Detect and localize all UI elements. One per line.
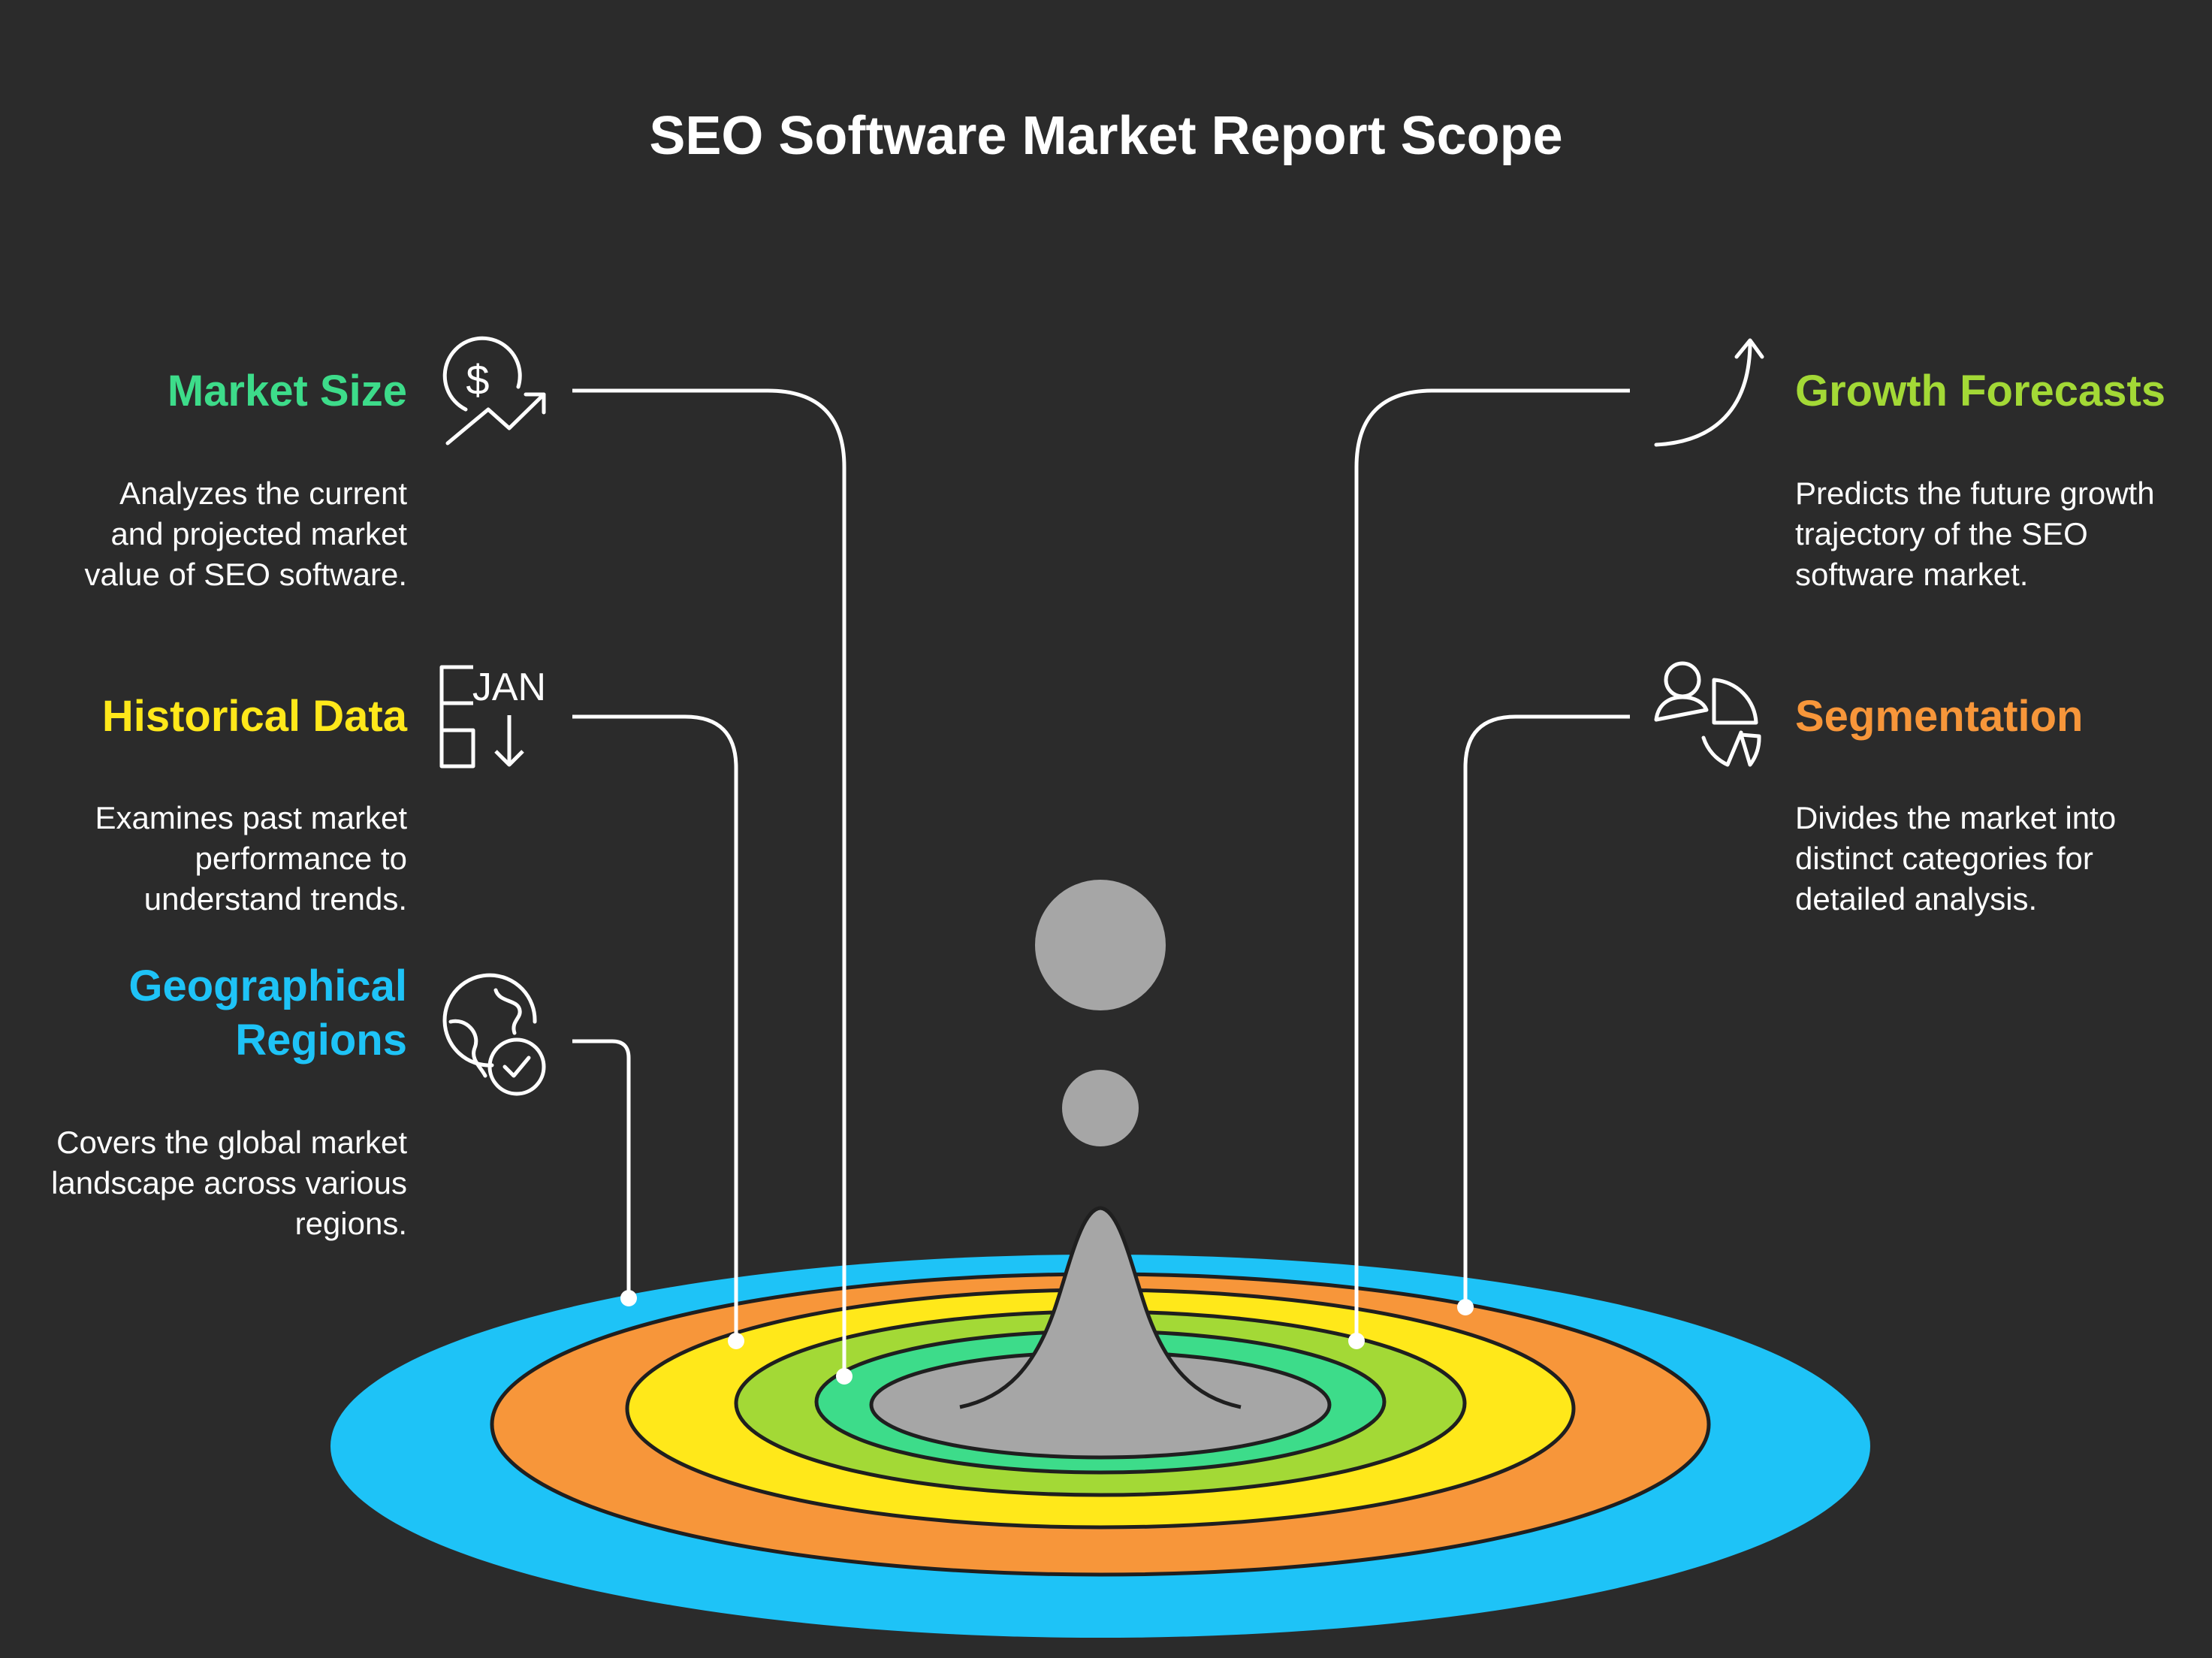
description-growth-forecasts: Predicts the future growth trajectory of…	[1795, 476, 2155, 592]
heading-market-size: Market Size	[167, 367, 407, 415]
connector-historical-data	[572, 714, 738, 1341]
description-market-size: Analyzes the current and projected marke…	[84, 476, 407, 592]
description-geographical-regions: Covers the global market landscape acros…	[51, 1125, 407, 1241]
dollar-growth-icon: $	[442, 336, 546, 445]
droplet-small	[1062, 1070, 1139, 1146]
description-historical-data: Examines past market performance to unde…	[95, 800, 408, 917]
heading-geographical-regions-line2: Regions	[235, 1016, 407, 1065]
connector-dot-market-size	[836, 1368, 853, 1385]
svg-text:$: $	[466, 356, 489, 403]
connector-geographical-regions	[572, 1039, 631, 1298]
heading-historical-data: Historical Data	[101, 692, 407, 741]
connector-dot-geographical-regions	[620, 1290, 637, 1306]
droplet-splash	[959, 1206, 1242, 1409]
heading-geographical-regions: Geographical Regions	[17, 959, 407, 1068]
heading-geographical-regions-line1: Geographical	[128, 962, 407, 1010]
globe-check-icon	[442, 973, 546, 1096]
connector-dot-growth-forecasts	[1348, 1333, 1365, 1349]
connector-dot-historical-data	[728, 1333, 744, 1349]
connector-dot-segmentation	[1457, 1299, 1474, 1315]
droplet	[959, 880, 1242, 1409]
heading-growth-forecasts: Growth Forecasts	[1795, 367, 2166, 415]
description-segmentation: Divides the market into distinct categor…	[1795, 800, 2117, 917]
connector-market-size	[572, 388, 846, 1376]
user-pie-icon	[1654, 661, 1761, 767]
connector-segmentation	[1463, 714, 1630, 1307]
calendar-jan-icon: JAN	[439, 665, 546, 769]
connectors	[572, 388, 1630, 1385]
droplet-large	[1035, 880, 1166, 1010]
page-title: SEO Software Market Report Scope	[649, 106, 1563, 166]
connector-growth-forecasts	[1354, 388, 1630, 1341]
curved-arrow-up-icon	[1654, 338, 1764, 447]
heading-segmentation: Segmentation	[1795, 692, 2084, 741]
calendar-jan-text: JAN	[472, 666, 546, 709]
